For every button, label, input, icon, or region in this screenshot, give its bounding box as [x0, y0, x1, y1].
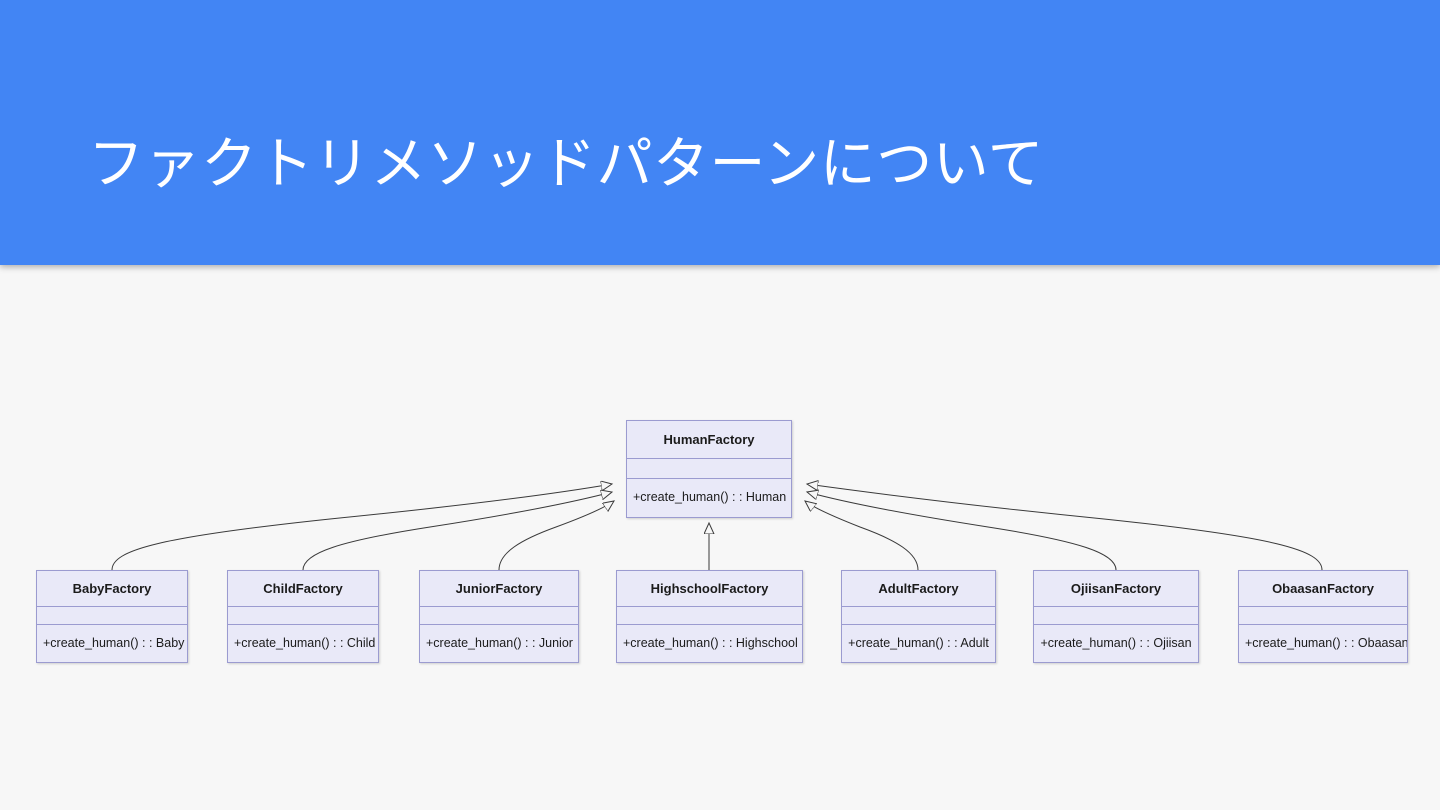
generalization-connectors [111, 265, 1323, 571]
class-attributes-ojiisanfactory [1034, 607, 1198, 625]
class-attributes-babyfactory [37, 607, 187, 625]
class-attributes-juniorfactory [420, 607, 578, 625]
uml-class-adultfactory[interactable]: AdultFactory +create_human() : : Adult [841, 570, 996, 663]
class-name-babyfactory: BabyFactory [37, 571, 187, 607]
class-operation-humanfactory: +create_human() : : Human [633, 490, 787, 504]
class-name-juniorfactory: JuniorFactory [420, 571, 578, 607]
class-attributes-humanfactory [627, 459, 791, 479]
class-operation-adultfactory: +create_human() : : Adult [848, 636, 989, 650]
connector-juniorfactory [498, 501, 614, 571]
connector-childfactory [302, 492, 612, 571]
class-name-obaasanfactory: ObaasanFactory [1239, 571, 1407, 607]
uml-class-childfactory[interactable]: ChildFactory +create_human() : : Child [227, 570, 379, 663]
connector-babyfactory [111, 484, 612, 571]
class-name-adultfactory: AdultFactory [842, 571, 995, 607]
class-operation-obaasanfactory: +create_human() : : Obaasan [1245, 636, 1407, 650]
class-name-childfactory: ChildFactory [228, 571, 378, 607]
class-attributes-adultfactory [842, 607, 995, 625]
class-operation-ojiisanfactory: +create_human() : : Ojiisan [1040, 636, 1192, 650]
uml-class-diagram: HumanFactory +create_human() : : Human B… [0, 265, 1440, 810]
class-name-ojiisanfactory: OjiisanFactory [1034, 571, 1198, 607]
class-attributes-obaasanfactory [1239, 607, 1407, 625]
class-attributes-childfactory [228, 607, 378, 625]
uml-class-juniorfactory[interactable]: JuniorFactory +create_human() : : Junior [419, 570, 579, 663]
uml-class-obaasanfactory[interactable]: ObaasanFactory +create_human() : : Obaas… [1238, 570, 1408, 663]
class-operation-highschoolfactory: +create_human() : : Highschool [623, 636, 798, 650]
class-operation-babyfactory: +create_human() : : Baby [43, 636, 185, 650]
class-operation-juniorfactory: +create_human() : : Junior [426, 636, 573, 650]
uml-class-babyfactory[interactable]: BabyFactory +create_human() : : Baby [36, 570, 188, 663]
page-title: ファクトリメソッドパターンについて [88, 132, 1045, 195]
class-name-humanfactory: HumanFactory [627, 421, 791, 459]
connector-ojiisanfactory [807, 492, 1117, 571]
connector-adultfactory [805, 501, 919, 571]
class-operation-childfactory: +create_human() : : Child [234, 636, 376, 650]
title-banner: ファクトリメソッドパターンについて [0, 0, 1440, 265]
uml-class-highschoolfactory[interactable]: HighschoolFactory +create_human() : : Hi… [616, 570, 803, 663]
class-name-highschoolfactory: HighschoolFactory [617, 571, 802, 607]
uml-class-ojiisanfactory[interactable]: OjiisanFactory +create_human() : : Ojiis… [1033, 570, 1199, 663]
uml-class-humanfactory[interactable]: HumanFactory +create_human() : : Human [626, 420, 792, 518]
class-attributes-highschoolfactory [617, 607, 802, 625]
connector-obaasanfactory [807, 484, 1323, 571]
